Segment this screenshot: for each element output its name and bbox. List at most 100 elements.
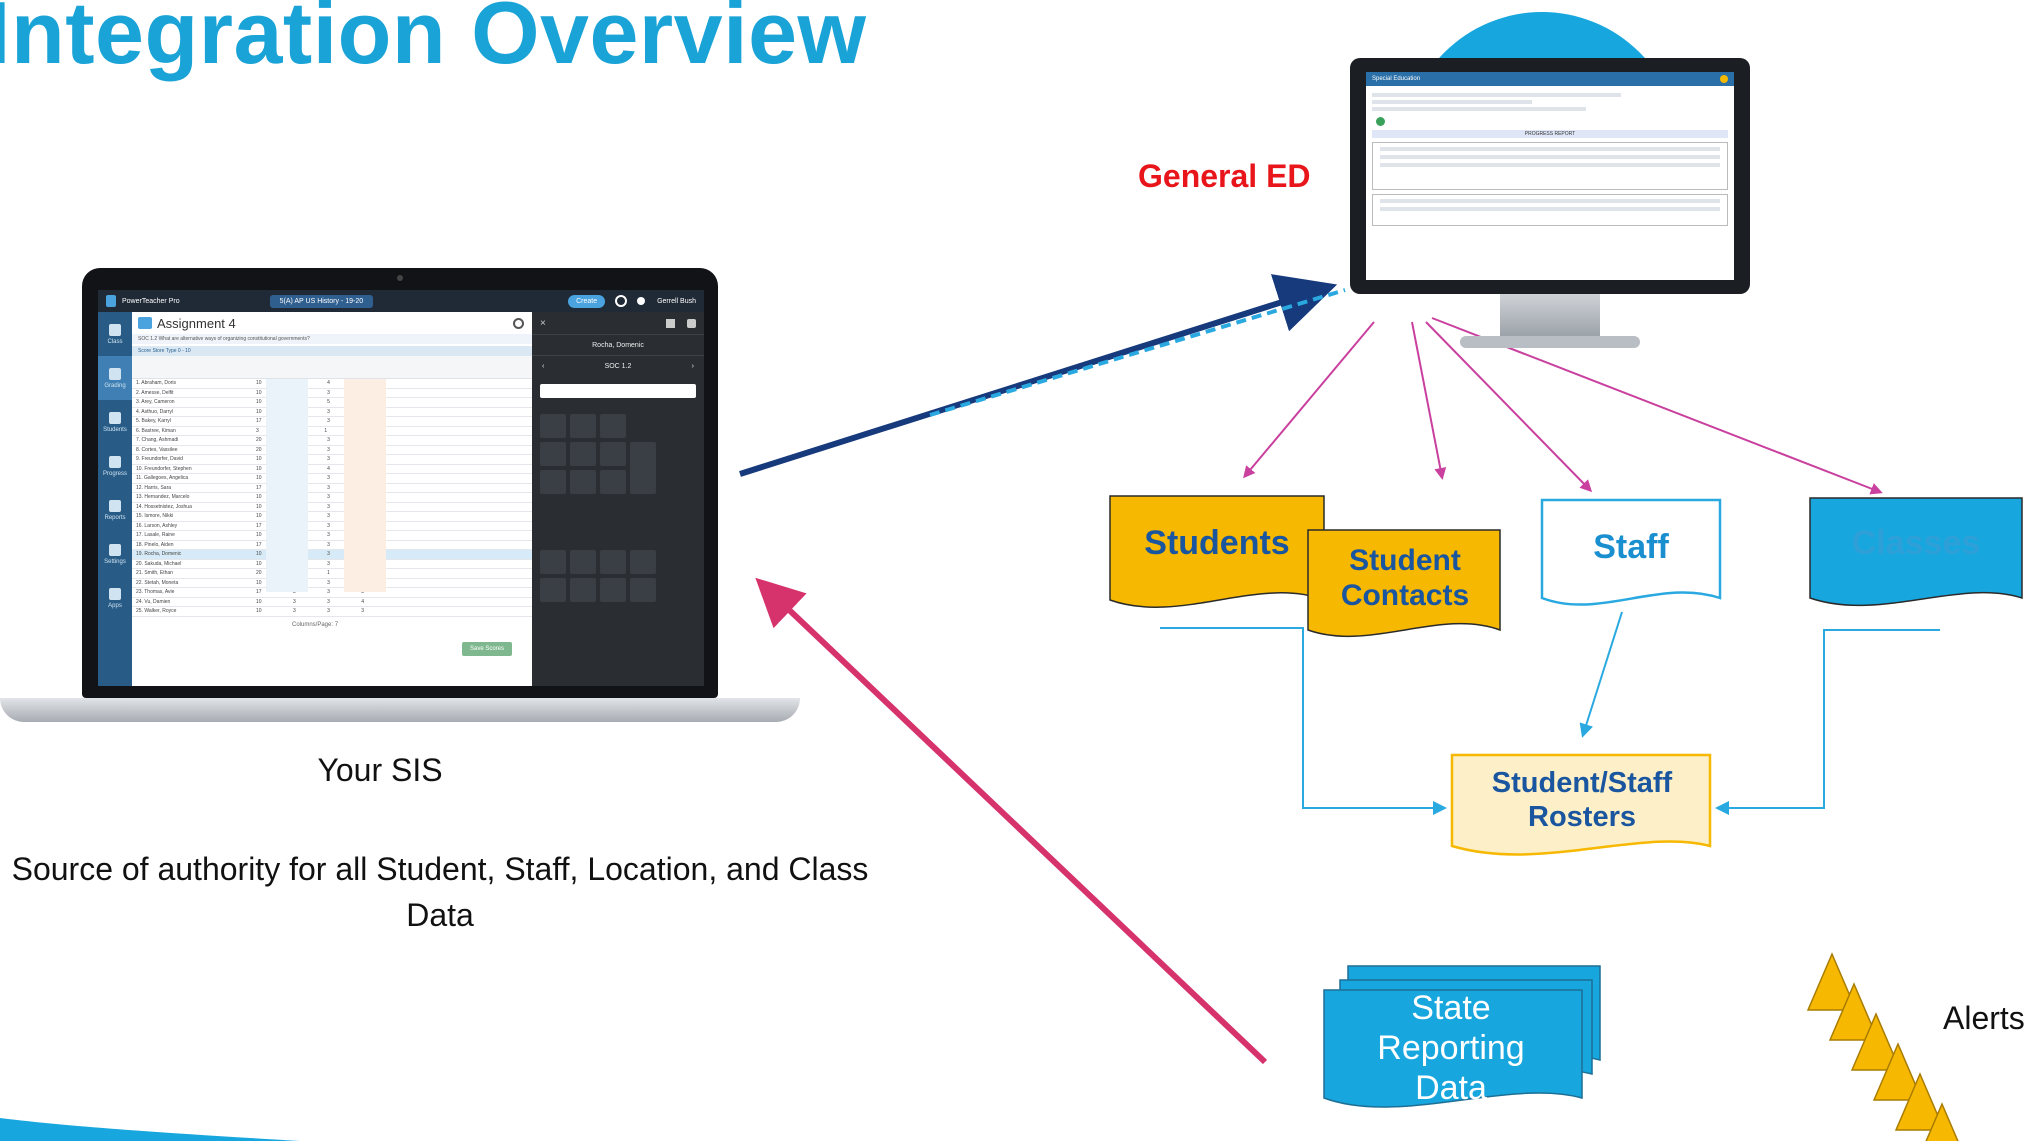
table-row[interactable]: 7. Chang, Ashmadi 20 4 3 3 <box>132 436 532 446</box>
student-scores[interactable]: 10 2 3 5 <box>256 408 365 415</box>
table-row[interactable]: 20. Sakuda, Michael 10 3 3 4 <box>132 560 532 569</box>
student-name: 20. Sakuda, Michael <box>136 560 182 567</box>
student-scores[interactable]: 10 3 5 5 <box>256 399 365 406</box>
score-entry-field[interactable] <box>540 384 696 398</box>
keypad-clear-key[interactable] <box>630 442 656 494</box>
class-selector[interactable]: 5(A) AP US History - 19-20 <box>269 294 374 308</box>
student-scores[interactable]: 10 3 3 4 <box>256 598 365 605</box>
keypad-key[interactable] <box>600 442 626 466</box>
keypad-key[interactable] <box>540 442 566 466</box>
user-name[interactable]: Gerrell Bush <box>657 297 696 305</box>
table-row[interactable]: 4. Asthuo, Darryl 10 2 3 5 <box>132 408 532 417</box>
student-name: 15. Ismore, Nikki <box>136 513 174 520</box>
nav-class[interactable]: Class <box>98 312 132 356</box>
state-reporting-box-label: State Reporting Data <box>1377 988 1525 1108</box>
comment-icon[interactable] <box>687 318 696 328</box>
student-scores[interactable]: 10 3 3 4 <box>256 551 365 558</box>
student-scores[interactable]: 10 3 3 5 <box>256 494 365 501</box>
student-scores[interactable]: 10 3 3 4 <box>256 579 365 586</box>
flag-missing-icon[interactable] <box>540 550 566 574</box>
keypad-key[interactable] <box>600 414 626 438</box>
student-scores[interactable]: 10 3 3 5 <box>256 456 365 463</box>
nav-settings[interactable]: Settings <box>98 532 132 576</box>
student-scores[interactable]: 17 4 3 2 <box>256 418 365 425</box>
flag-incomplete-icon[interactable] <box>630 550 656 574</box>
help-icon[interactable] <box>637 297 646 305</box>
nav-reports[interactable]: Reports <box>98 488 132 532</box>
nav-progress[interactable]: Progress <box>98 444 132 488</box>
student-scores[interactable]: 10 3 3 3 <box>256 608 365 615</box>
student-scores[interactable]: 3 1 1 1 <box>256 427 362 434</box>
student-scores[interactable]: 17 3 3 3 <box>256 589 365 596</box>
flag-absent-icon[interactable] <box>540 578 566 602</box>
flag-late-icon[interactable] <box>600 550 626 574</box>
student-selector[interactable]: Rocha, Domenic <box>532 334 704 355</box>
keypad-key[interactable] <box>570 414 596 438</box>
flag-exempt-icon[interactable] <box>570 578 596 602</box>
settings-gear-icon[interactable] <box>615 295 628 307</box>
student-scores[interactable]: 10 3 3 5 <box>256 532 365 539</box>
student-name: 4. Asthuo, Darryl <box>136 408 173 415</box>
next-standard-icon[interactable]: › <box>691 362 694 370</box>
monitor-to-contacts-arrow <box>1411 321 1447 480</box>
student-scores[interactable]: 17 3 3 3 <box>256 522 365 529</box>
student-scores[interactable]: 20 1 1 3 <box>256 570 365 577</box>
assignment-settings-icon[interactable] <box>513 317 524 329</box>
student-scores[interactable]: 10 3 3 4 <box>256 513 365 520</box>
alert-triangle-3 <box>1850 1012 1902 1071</box>
nav-students[interactable]: Students <box>98 400 132 444</box>
student-scores[interactable]: 17 3 3 3 <box>256 484 365 491</box>
keypad-key[interactable] <box>540 470 566 494</box>
student-scores[interactable]: 20 4 3 3 <box>256 446 365 453</box>
student-name: 7. Chang, Ashmadi <box>136 437 179 444</box>
student-scores[interactable]: 10 3 4 5 <box>256 465 365 472</box>
keypad-key[interactable] <box>600 470 626 494</box>
student-scores[interactable]: 10 4 4 3 <box>256 380 365 387</box>
student-name: 3. Arey, Cameron <box>136 399 175 406</box>
student-scores[interactable]: 10 2 3 3 <box>256 389 365 396</box>
student-scores[interactable]: 20 4 3 3 <box>256 437 365 444</box>
flag-fill-icon[interactable] <box>630 578 656 602</box>
keypad-key[interactable] <box>540 414 566 438</box>
table-row[interactable]: 9. Freundorfer, David 10 3 3 5 <box>132 455 532 465</box>
table-row[interactable]: 3. Arey, Cameron 10 3 5 5 <box>132 398 532 408</box>
keypad-key[interactable] <box>570 470 596 494</box>
student-scores[interactable]: 10 3 3 4 <box>256 475 365 482</box>
create-button[interactable]: Create <box>568 294 606 308</box>
classes-doc-shape <box>1809 497 2023 607</box>
nav-apps[interactable]: Apps <box>98 576 132 620</box>
student-scores[interactable]: 10 3 3 4 <box>256 560 365 567</box>
keypad-key[interactable] <box>570 442 596 466</box>
student-scores[interactable]: 17 3 3 3 <box>256 541 365 548</box>
save-scores-button[interactable]: Save Scores <box>462 642 513 656</box>
nav-grading[interactable]: Grading <box>98 356 132 400</box>
bottom-swoosh <box>0 1118 300 1141</box>
student-scores[interactable]: 10 3 3 4 <box>256 503 365 510</box>
grid-view-icon[interactable] <box>666 318 675 328</box>
flag-apply-icon[interactable] <box>600 578 626 602</box>
prev-standard-icon[interactable]: ‹ <box>542 362 545 370</box>
flag-collected-icon[interactable] <box>570 550 596 574</box>
student-name: 9. Freundorfer, David <box>136 456 183 463</box>
table-row[interactable]: 15. Ismore, Nikki 10 3 3 4 <box>132 512 532 522</box>
close-icon[interactable]: × <box>540 317 546 329</box>
